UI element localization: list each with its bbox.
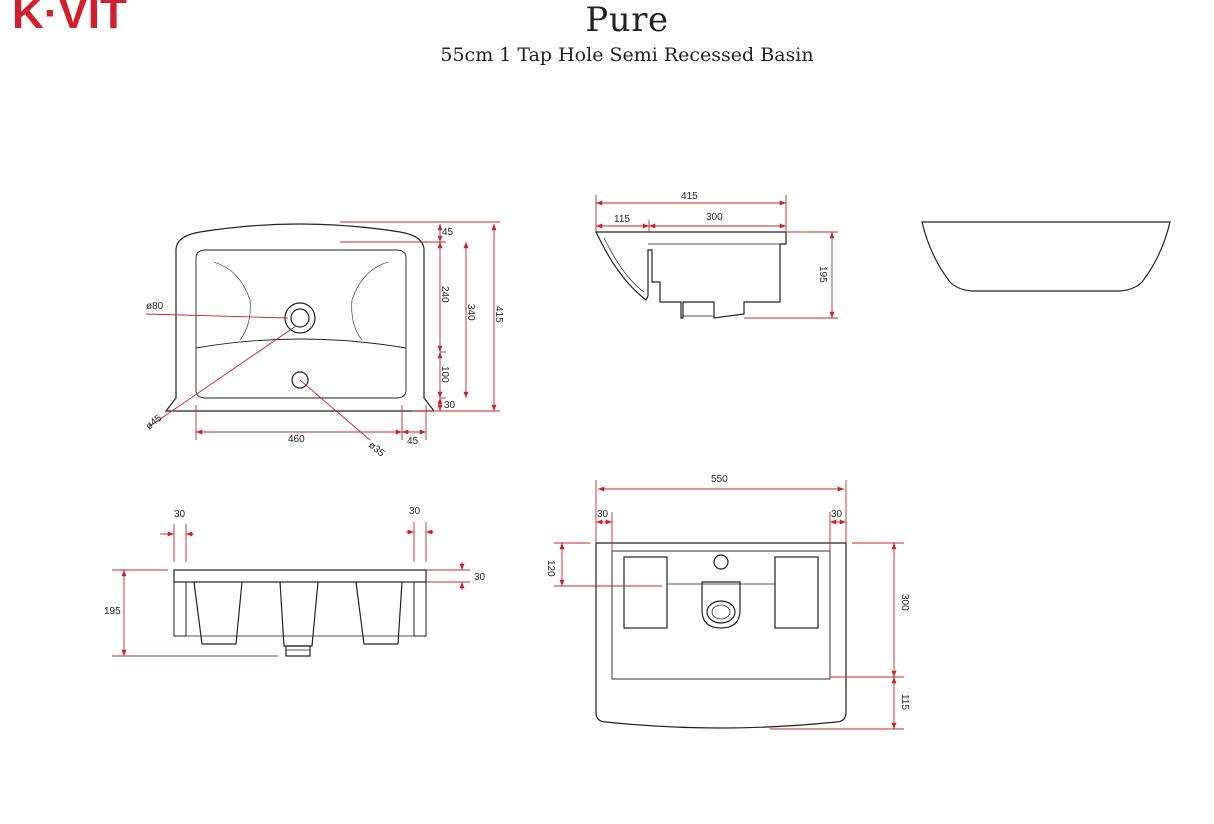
dim-side-rear: 115: [614, 214, 630, 225]
under-inner-frame: [611, 550, 831, 680]
profile-view: [921, 221, 1171, 292]
dim-front-depth: 340: [465, 304, 476, 321]
logo-wordmark: K·VIT: [12, 0, 127, 32]
dim-side-height: 195: [817, 266, 828, 283]
dim-under-width: 550: [711, 474, 728, 485]
front-dimensions: [112, 522, 470, 657]
plan-deck-curve: [195, 338, 407, 349]
dim-under-rear-depth: 300: [899, 594, 910, 611]
under-tap-hole: [713, 554, 729, 570]
side-inner-curve: [603, 237, 645, 293]
plan-basin-outline: [164, 223, 436, 412]
under-left-pad: [623, 556, 668, 629]
side-section-view: [595, 231, 787, 319]
plan-inner-right: [351, 261, 389, 341]
plan-inner-left: [213, 261, 251, 341]
dim-front-right: 30: [409, 506, 421, 517]
under-waste-ring: [706, 600, 736, 624]
dim-tap-to-bowl: 240: [439, 286, 450, 303]
plan-bowl-outline: [195, 249, 407, 399]
side-body-outline: [595, 231, 787, 319]
side-labels: 415 115 300 195: [614, 191, 828, 283]
side-dimensions: [595, 195, 838, 319]
page-title: Pure: [585, 0, 669, 40]
dim-front-height: 195: [104, 606, 121, 617]
dim-front-left: 30: [174, 509, 186, 520]
dim-front-lip: 30: [474, 572, 486, 583]
under-right-pad: [774, 556, 819, 629]
tap-hole-outer: [284, 302, 316, 334]
dim-rim-back: 45: [442, 227, 454, 238]
dim-width: 460: [288, 434, 305, 445]
label-overflow: ø45: [144, 413, 165, 433]
dim-side-overall: 415: [681, 191, 698, 202]
page-subtitle: 55cm 1 Tap Hole Semi Recessed Basin: [440, 44, 814, 66]
front-waste: [279, 581, 319, 647]
front-bowl-left: [193, 581, 243, 645]
dim-under-right: 30: [831, 509, 843, 520]
front-waste-outlet: [285, 645, 311, 657]
front-view: [173, 569, 427, 657]
under-waste-outer: [701, 581, 741, 629]
dim-under-tap-offset: 120: [545, 560, 556, 577]
under-outline: [595, 542, 847, 729]
dim-overall-depth: 415: [493, 306, 504, 323]
plan-view: [164, 223, 436, 412]
under-labels: 550 30 30 120 300 115: [545, 474, 910, 710]
dim-under-front-depth: 115: [899, 694, 910, 710]
plan-labels: 45 240 100 30 340 415 460 45 ø80 ø45 ø35: [144, 227, 504, 460]
dim-bowl-front: 100: [439, 366, 450, 383]
dim-front-lip: 30: [444, 400, 456, 411]
brand-logo: K·VIT: [12, 0, 127, 32]
underside-view: [595, 542, 847, 729]
plan-dimensions: [145, 221, 500, 441]
front-rim: [173, 569, 427, 583]
dim-under-left: 30: [597, 509, 609, 520]
label-waste: ø35: [366, 440, 387, 460]
front-body: [173, 582, 427, 637]
waste-hole: [291, 371, 309, 389]
dim-side: 45: [407, 436, 419, 447]
front-bowl-right: [355, 581, 403, 645]
under-dimensions: [554, 480, 904, 730]
label-tap-hole: ø80: [146, 301, 164, 312]
dim-side-front: 300: [706, 212, 723, 223]
front-labels: 30 30 30 195: [104, 506, 486, 617]
profile-outline: [921, 221, 1171, 292]
tap-hole-inner: [290, 308, 310, 328]
